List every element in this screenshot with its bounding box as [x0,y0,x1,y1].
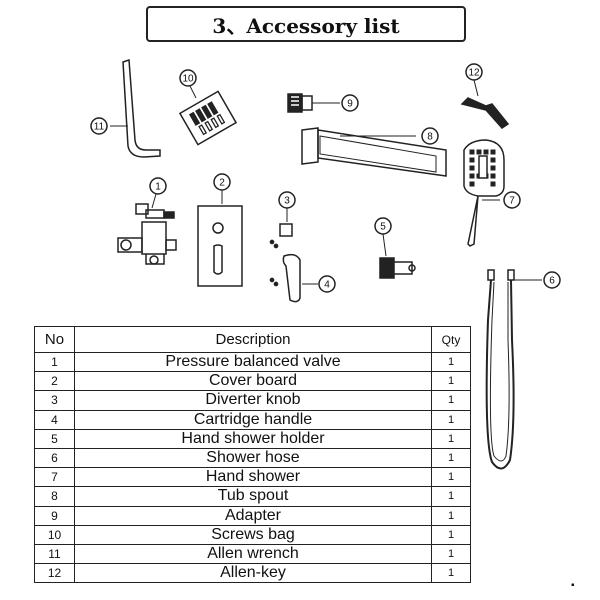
cell-qty: 1 [431,543,471,565]
cover-board-drawing: 2 [197,173,243,287]
cell-qty: 1 [431,467,471,488]
cell-description: Diverter knob [74,390,432,411]
callout-12: 12 [468,68,480,79]
callout-8: 8 [427,132,433,143]
cell-qty: 1 [431,563,471,584]
callout-5: 5 [380,222,386,233]
cell-description: Cartridge handle [74,409,432,430]
cell-qty: 1 [431,486,471,507]
cell-description: Allen wrench [74,543,432,565]
cell-no: 8 [34,486,75,507]
shower-holder-drawing: 5 [374,217,416,279]
screws-bag-drawing: 10 [178,69,238,146]
cell-description: Tub spout [74,486,432,507]
cell-no: 11 [34,543,75,565]
cell-no: 2 [34,371,75,392]
callout-9: 9 [347,99,353,110]
allen-wrench-drawing: 11 [90,58,161,158]
header-no: No [34,326,75,353]
cell-description: Shower hose [74,447,432,469]
cell-no: 7 [34,467,75,488]
cell-no: 1 [34,351,75,373]
cell-no: 9 [34,505,75,526]
cell-qty: 1 [431,351,471,373]
corner-mark: ▪ [571,580,575,591]
cartridge-handle-drawing: 4 [269,253,336,303]
cell-description: Screws bag [74,524,432,545]
callout-4: 4 [324,280,330,291]
cell-qty: 1 [431,447,471,469]
callout-11: 11 [94,122,105,133]
cell-qty: 1 [431,409,471,430]
diverter-knob-drawing: 3 [269,191,296,249]
cell-description: Cover board [74,371,432,392]
table-header-row: No Description Qty [34,326,471,353]
cell-description: Adapter [74,505,432,526]
cell-qty: 1 [431,390,471,411]
header-description: Description [74,326,432,353]
cell-description: Hand shower holder [74,428,432,449]
callout-10: 10 [182,74,194,85]
cell-no: 5 [34,428,75,449]
shower-hose-drawing: 6 [485,269,561,470]
cell-description: Hand shower [74,467,432,488]
tub-spout-drawing: 8 [301,127,447,177]
header-qty: Qty [431,326,471,353]
cell-no: 6 [34,447,75,469]
cell-no: 3 [34,390,75,411]
callout-1: 1 [155,182,161,193]
page-title: 3、Accessory list [212,13,400,38]
cell-qty: 1 [431,428,471,449]
callout-7: 7 [509,196,515,207]
cell-description: Allen-key [74,563,432,584]
allen-key-drawing: 12 [460,63,510,129]
callout-6: 6 [549,276,555,287]
callout-2: 2 [219,178,225,189]
hand-shower-drawing: 7 [463,139,521,247]
pressure-valve-drawing: 1 [117,177,177,265]
adapter-drawing: 9 [287,93,359,113]
cell-qty: 1 [431,505,471,526]
cell-no: 4 [34,409,75,430]
cell-description: Pressure balanced valve [74,351,432,373]
cell-qty: 1 [431,371,471,392]
page-title-box: 3、Accessory list [146,6,466,42]
callout-3: 3 [284,196,290,207]
cell-no: 12 [34,563,75,584]
cell-no: 10 [34,524,75,545]
cell-qty: 1 [431,524,471,545]
